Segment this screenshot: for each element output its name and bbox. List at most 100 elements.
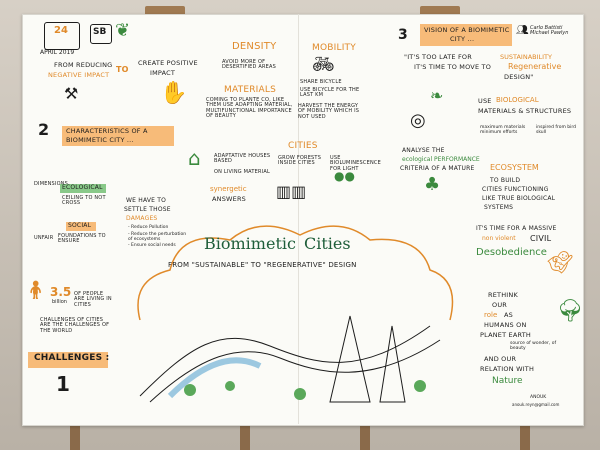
spiral-icon: ◎: [410, 110, 426, 131]
signature-name: ANOUK: [530, 395, 547, 400]
city-skyline-icon: ▥▥: [276, 182, 307, 201]
quote-sustainability: SUSTAINABILITY: [500, 53, 553, 61]
structures-use: USE: [478, 97, 492, 105]
structures-text2: MATERIALS & STRUCTURES: [478, 107, 572, 115]
materials-text: COMING TO PLANTE CO, LIKE THEM USE ADAPT…: [206, 97, 293, 119]
population-billion: billion: [52, 299, 67, 305]
population-number: 3.5: [50, 285, 72, 299]
speakers-icon: 👥︎: [516, 25, 529, 36]
bullet-1: - Reduce Pollution: [128, 225, 169, 230]
sb-logo-text: SB: [93, 27, 107, 37]
settle-text: SETTLE THOSE: [124, 206, 171, 213]
section2-title-line1: CHARACTERISTICS OF A: [66, 127, 148, 135]
ecological-label: ECOLOGICAL: [62, 184, 103, 191]
challenges-banner: [28, 352, 108, 368]
disobedience-civil: CIVIL: [530, 234, 552, 243]
hand-plant-icon: ✋: [160, 81, 188, 106]
rethink-and-our: AND OUR: [484, 355, 517, 363]
tree-right-icon: 🌳︎: [556, 299, 584, 324]
section3-banner: [420, 24, 512, 46]
tree-icon: ♣: [424, 174, 441, 195]
rethink-planet: PLANET EARTH: [480, 331, 531, 339]
person-icon: 🧍︎: [24, 280, 47, 301]
ecosystem-cities-functioning: CITIES FUNCTIONING: [482, 186, 549, 193]
section2-number: 2: [38, 120, 50, 139]
signature-contact: anouk.reyn@gmail.com: [512, 402, 560, 407]
rethink-nature: Nature: [492, 376, 523, 386]
challenges-number: 1: [56, 372, 70, 396]
cities-text1: GROW forests INSIDE CITIES: [278, 155, 322, 167]
rethink-humans-on: HUMANS ON: [484, 321, 527, 329]
challenges-text: CHALLENGES of CITIES are the CHALLENGES …: [40, 317, 110, 334]
unfair-label: UNFAIR: [34, 235, 54, 241]
adaptive-text1: ADAPTATIVE HOUSES BASED: [214, 153, 271, 165]
speakers-names: Carlo Battisti Michael Pawlyn: [530, 25, 569, 37]
adaptive-text2: ON living MATERIAL: [214, 169, 270, 175]
cities-title: CITIES: [288, 141, 318, 151]
structures-biological: BIOLOGICAL: [496, 96, 539, 104]
easel-leg-mid-left: [240, 410, 250, 450]
superhero-icon: 🦸︎: [546, 251, 574, 276]
ecosystem-systems: SYSTEMS: [484, 204, 514, 211]
mobility-text2: USE BICYCLE FOR THE LAST KM: [300, 87, 360, 99]
ecosystem-ecological-perf: ecological PERFORMANCE: [402, 156, 480, 163]
easel-leg-right: [520, 410, 530, 450]
synergetic-line1: synergetic: [210, 185, 247, 193]
section3-number: 3: [398, 27, 408, 43]
synergetic-line2: ANSWERS: [212, 195, 247, 203]
rethink-relation: RELATION WITH: [480, 365, 535, 373]
date-month-year: APRIL 2019: [40, 49, 75, 56]
rethink-role: role: [484, 311, 498, 319]
ceiling-label: CEILING TO NOT CROSS: [62, 195, 106, 207]
mobility-text1: SHARE BICYCLE: [300, 79, 342, 85]
challenges-title: CHALLENGES :: [34, 353, 110, 363]
mobility-title: MOBILITY: [312, 43, 356, 53]
we-have-text: WE HAVE TO: [126, 197, 167, 204]
intro-to: TO: [116, 65, 129, 74]
structures-label2: inspired from bird skull: [536, 125, 576, 135]
leaf-logo-icon: ❦: [115, 20, 131, 41]
disobedience-line1: IT'S TIME FOR A MASSIVE: [476, 225, 557, 232]
mobility-text3: HARVEST THE ENERGY OF MOBILITY WHICH IS …: [298, 103, 360, 120]
section3-title-line1: VISION OF A BIOMIMETIC: [424, 26, 510, 34]
rethink-as: AS: [504, 311, 513, 319]
city-landscape-illustration: [139, 315, 441, 403]
section2-banner: [62, 126, 174, 146]
ecosystem-analyse: ANALYSE THE: [402, 147, 445, 154]
intro-impact: IMPACT: [150, 69, 176, 77]
rethink-line1: RETHINK: [488, 291, 518, 299]
easel-clip-right: [420, 6, 460, 16]
center-title-b: Cities: [304, 234, 351, 253]
density-title: DENSITY: [232, 41, 277, 52]
damages-text: DAMAGES: [126, 215, 158, 222]
ecosystem-criteria: criteria OF A MATURE: [400, 165, 475, 172]
quote-line1: "IT'S TOO LATE FOR: [404, 53, 472, 61]
dimensions-label: DIMENSIONS: [34, 181, 69, 187]
ecosystem-word: ECOSYSTEM: [490, 163, 539, 172]
rethink-line2: OUR: [492, 301, 507, 309]
quote-design: DESIGN": [504, 73, 534, 81]
disobedience-non-violent: non violent: [482, 235, 516, 242]
section2-title-line2: BIOMIMETIC CITY ...: [66, 136, 134, 144]
social-highlight: [66, 222, 96, 231]
intro-create-positive: CREATE POSITIVE: [138, 59, 198, 67]
easel-leg-left: [70, 410, 80, 450]
rethink-source: source of wonder, of beauty: [510, 341, 557, 351]
quote-line2: IT'S TIME TO MOVE TO: [414, 63, 492, 71]
center-title-a: Biomimetic: [204, 234, 296, 253]
calendar-icon: [44, 22, 80, 50]
green-dots-icon: ●●: [334, 169, 355, 183]
sb-logo: [90, 24, 112, 44]
hammer-icon: ⚒: [64, 84, 79, 103]
date-day: 24: [54, 25, 68, 36]
intro-negative-impact: NEGATIVE IMPACT: [48, 71, 110, 79]
bicycle-icon: 🚲︎: [312, 54, 335, 75]
ecosystem-to-build: TO BUILD: [490, 177, 521, 184]
cloud-outline: [137, 225, 454, 321]
cities-text2: USE bioluminescence FOR LIGHT: [330, 155, 381, 172]
structures-label1: maximum materials minimum efforts: [480, 125, 526, 135]
population-text: of people are LIVING in CITIES: [74, 291, 112, 308]
disobedience-word: Desobedience: [476, 247, 547, 258]
intro-from-reducing: FROM REDUCING: [54, 61, 113, 69]
materials-title: MATERIALS: [224, 85, 276, 95]
